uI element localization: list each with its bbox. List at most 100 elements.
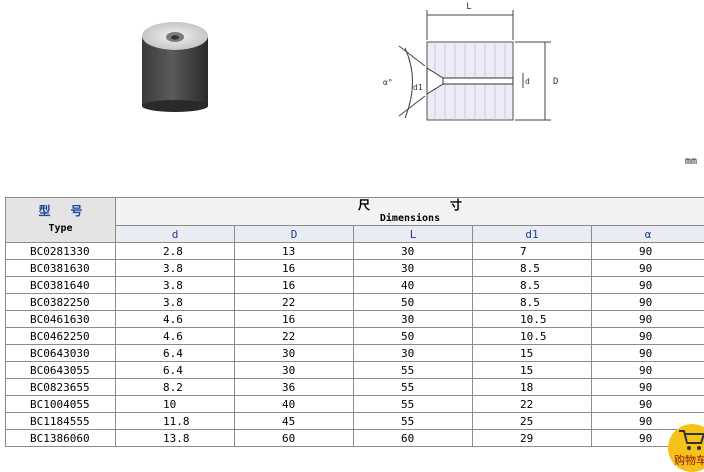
header-type-zh: 型号 <box>38 204 103 218</box>
cell-value: 22 <box>234 327 354 345</box>
column-header-2: L <box>353 225 473 243</box>
cell-value: 15 <box>472 361 592 379</box>
cell-value: 8.5 <box>472 276 592 294</box>
cell-value: 22 <box>472 395 592 413</box>
cell-value: 90 <box>590 327 704 345</box>
header-dimensions-zh: 尺寸 <box>358 198 543 212</box>
cell-type: BC1386060 <box>5 429 116 447</box>
cell-value: 8.5 <box>472 293 592 311</box>
cell-value: 90 <box>590 259 704 277</box>
cell-value: 90 <box>590 344 704 362</box>
column-header-0: d <box>115 225 235 243</box>
label-D: D <box>553 77 558 87</box>
cell-value: 4.6 <box>115 310 235 328</box>
cell-type: BC0643055 <box>5 361 116 379</box>
cell-value: 90 <box>590 310 704 328</box>
cell-type: BC0281330 <box>5 242 116 260</box>
label-d: d <box>525 77 530 86</box>
cell-value: 25 <box>472 412 592 430</box>
cell-value: 16 <box>234 310 354 328</box>
cell-type: BC0381630 <box>5 259 116 277</box>
cell-value: 10.5 <box>472 327 592 345</box>
cell-value: 18 <box>472 378 592 396</box>
cell-type: BC0461630 <box>5 310 116 328</box>
cell-value: 55 <box>353 395 473 413</box>
cell-value: 36 <box>234 378 354 396</box>
cell-value: 22 <box>234 293 354 311</box>
label-alpha: α° <box>383 78 393 87</box>
cell-value: 50 <box>353 293 473 311</box>
cell-value: 90 <box>590 242 704 260</box>
shopping-cart-button[interactable]: 购物车 <box>668 424 704 472</box>
cell-value: 10 <box>115 395 235 413</box>
cell-value: 3.8 <box>115 259 235 277</box>
cell-value: 40 <box>353 276 473 294</box>
cell-value: 30 <box>353 259 473 277</box>
cell-value: 30 <box>353 310 473 328</box>
cell-value: 90 <box>590 293 704 311</box>
column-header-4: α <box>590 225 704 243</box>
cell-value: 10.5 <box>472 310 592 328</box>
cell-value: 30 <box>234 361 354 379</box>
cell-value: 16 <box>234 276 354 294</box>
cell-type: BC0643030 <box>5 344 116 362</box>
cell-value: 60 <box>234 429 354 447</box>
cell-value: 13 <box>234 242 354 260</box>
shopping-cart-label: 购物车 <box>674 454 704 467</box>
product-photo <box>142 22 208 112</box>
cell-value: 55 <box>353 378 473 396</box>
cell-value: 29 <box>472 429 592 447</box>
cell-value: 90 <box>590 361 704 379</box>
header-type-en: Type <box>48 223 73 234</box>
technical-drawing: L D d d1 α° <box>383 2 558 121</box>
cell-value: 16 <box>234 259 354 277</box>
cell-value: 90 <box>590 378 704 396</box>
cell-type: BC0823655 <box>5 378 116 396</box>
cell-value: 6.4 <box>115 361 235 379</box>
label-d1: d1 <box>413 83 423 92</box>
cell-value: 45 <box>234 412 354 430</box>
unit-label: mm <box>685 156 698 167</box>
cell-value: 8.5 <box>472 259 592 277</box>
cell-type: BC0382250 <box>5 293 116 311</box>
label-L: L <box>466 2 471 12</box>
cell-value: 11.8 <box>115 412 235 430</box>
cell-value: 3.8 <box>115 293 235 311</box>
cell-value: 13.8 <box>115 429 235 447</box>
header-dimensions-en: Dimensions <box>379 213 441 224</box>
cell-value: 7 <box>472 242 592 260</box>
header-dimensions: 尺寸 Dimensions <box>114 197 704 226</box>
column-header-1: D <box>234 225 354 243</box>
cell-value: 50 <box>353 327 473 345</box>
cell-value: 90 <box>590 395 704 413</box>
cell-value: 90 <box>590 276 704 294</box>
column-header-3: d1 <box>472 225 592 243</box>
cell-value: 2.8 <box>115 242 235 260</box>
cell-value: 30 <box>234 344 354 362</box>
header-type: 型号 Type <box>5 197 116 243</box>
cell-type: BC0381640 <box>5 276 116 294</box>
cell-value: 6.4 <box>115 344 235 362</box>
cell-value: 15 <box>472 344 592 362</box>
cell-value: 55 <box>353 361 473 379</box>
cell-value: 3.8 <box>115 276 235 294</box>
shopping-cart-icon <box>679 430 704 450</box>
cell-value: 40 <box>234 395 354 413</box>
cell-value: 4.6 <box>115 327 235 345</box>
cell-value: 8.2 <box>115 378 235 396</box>
cell-type: BC1184555 <box>5 412 116 430</box>
cell-type: BC1004055 <box>5 395 116 413</box>
cell-type: BC0462250 <box>5 327 116 345</box>
